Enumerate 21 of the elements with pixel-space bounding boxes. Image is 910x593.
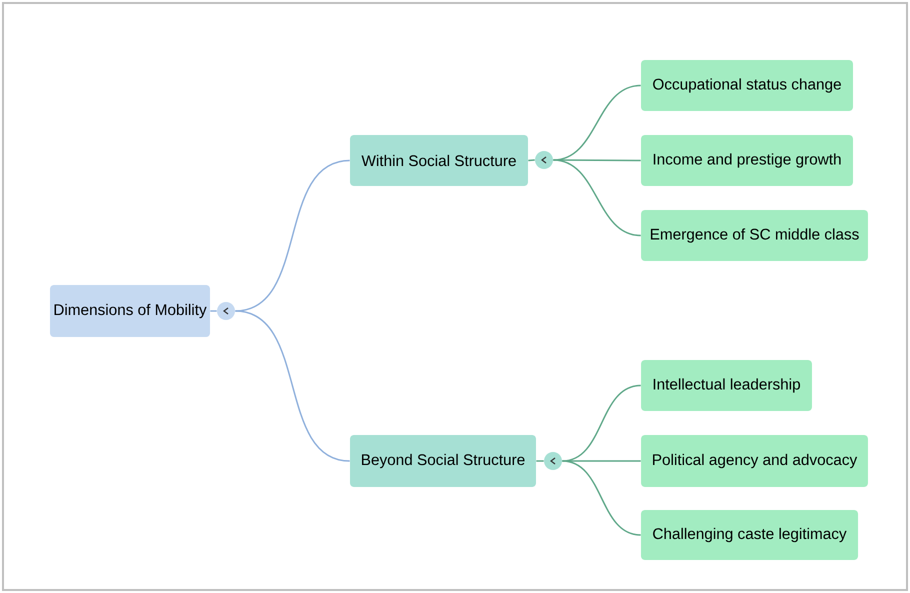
connector <box>235 160 350 312</box>
connector <box>562 460 641 536</box>
connector <box>562 384 641 462</box>
collapse-button <box>217 302 235 320</box>
topic-box: Within Social Structure <box>350 135 528 186</box>
topic-box: Occupational status change <box>641 60 853 111</box>
topic-box: Intellectual leadership <box>641 360 812 411</box>
topic-box: Challenging caste legitimacy <box>640 510 858 560</box>
collapse-button <box>544 452 562 470</box>
connector <box>536 460 544 462</box>
topic-box: Dimensions of Mobility <box>50 285 210 337</box>
connector <box>553 84 641 161</box>
topic-box: Beyond Social Structure <box>350 435 536 487</box>
topic-box: Political agency and advocacy <box>641 435 868 487</box>
collapse-button <box>535 151 553 169</box>
connector <box>235 310 350 462</box>
topic-box: Emergence of SC middle class <box>641 210 868 261</box>
connector <box>553 159 641 236</box>
topic-box: Income and prestige growth <box>641 135 853 186</box>
connector <box>210 310 217 312</box>
connector <box>528 159 535 162</box>
